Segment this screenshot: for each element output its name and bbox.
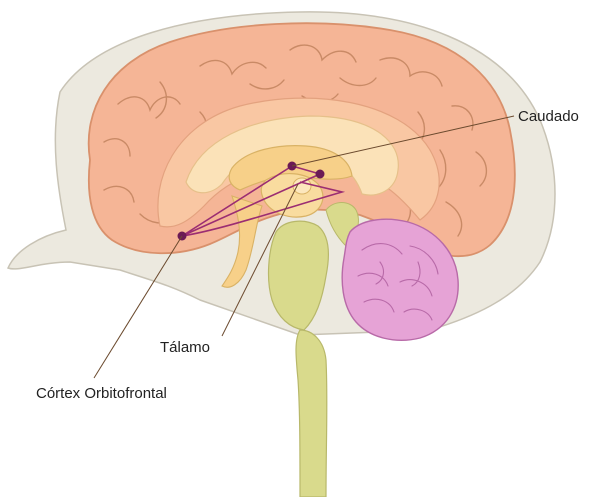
brainstem-spinal-cord: [296, 330, 327, 497]
orbitofrontal-label: Córtex Orbitofrontal: [36, 385, 167, 402]
thalamus-nucleus: [293, 178, 311, 194]
thalamus-node: [316, 170, 325, 179]
caudate-label: Caudado: [518, 108, 579, 125]
thalamus-label: Tálamo: [160, 339, 210, 356]
